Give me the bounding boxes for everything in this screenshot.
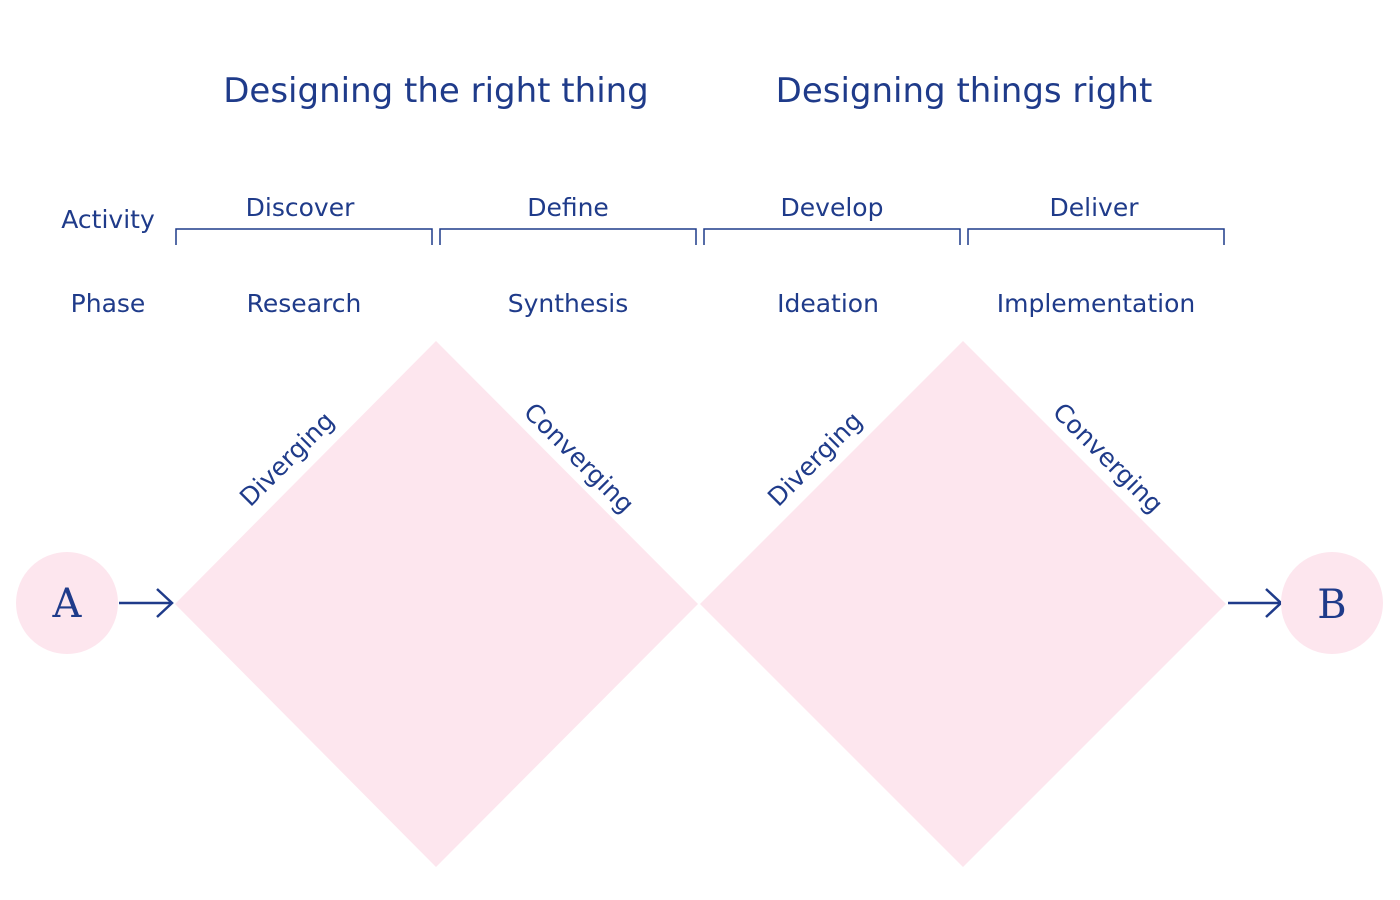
activity-label: Activity — [61, 205, 155, 234]
heading-things-right: Designing things right — [776, 71, 1153, 111]
activity-develop: Develop — [781, 193, 884, 222]
phase-ideation: Ideation — [777, 289, 879, 318]
diamond-2 — [700, 341, 1226, 867]
bracket-discover — [175, 228, 433, 245]
phase-synthesis: Synthesis — [508, 289, 629, 318]
activity-deliver: Deliver — [1050, 193, 1140, 222]
bracket-deliver — [967, 228, 1225, 245]
activity-define: Define — [527, 193, 609, 222]
diamond-1 — [175, 341, 698, 867]
phase-research: Research — [247, 289, 362, 318]
start-circle — [16, 552, 118, 654]
start-label: A — [52, 581, 83, 627]
arrow-right-icon — [119, 588, 174, 618]
phase-implementation: Implementation — [997, 289, 1196, 318]
end-circle — [1281, 552, 1383, 654]
heading-right-thing: Designing the right thing — [223, 71, 649, 111]
arrow-right-icon — [1228, 588, 1283, 618]
activity-discover: Discover — [246, 193, 355, 222]
phase-label: Phase — [71, 289, 146, 318]
bracket-define — [439, 228, 697, 245]
end-label: B — [1317, 582, 1346, 628]
bracket-develop — [703, 228, 961, 245]
